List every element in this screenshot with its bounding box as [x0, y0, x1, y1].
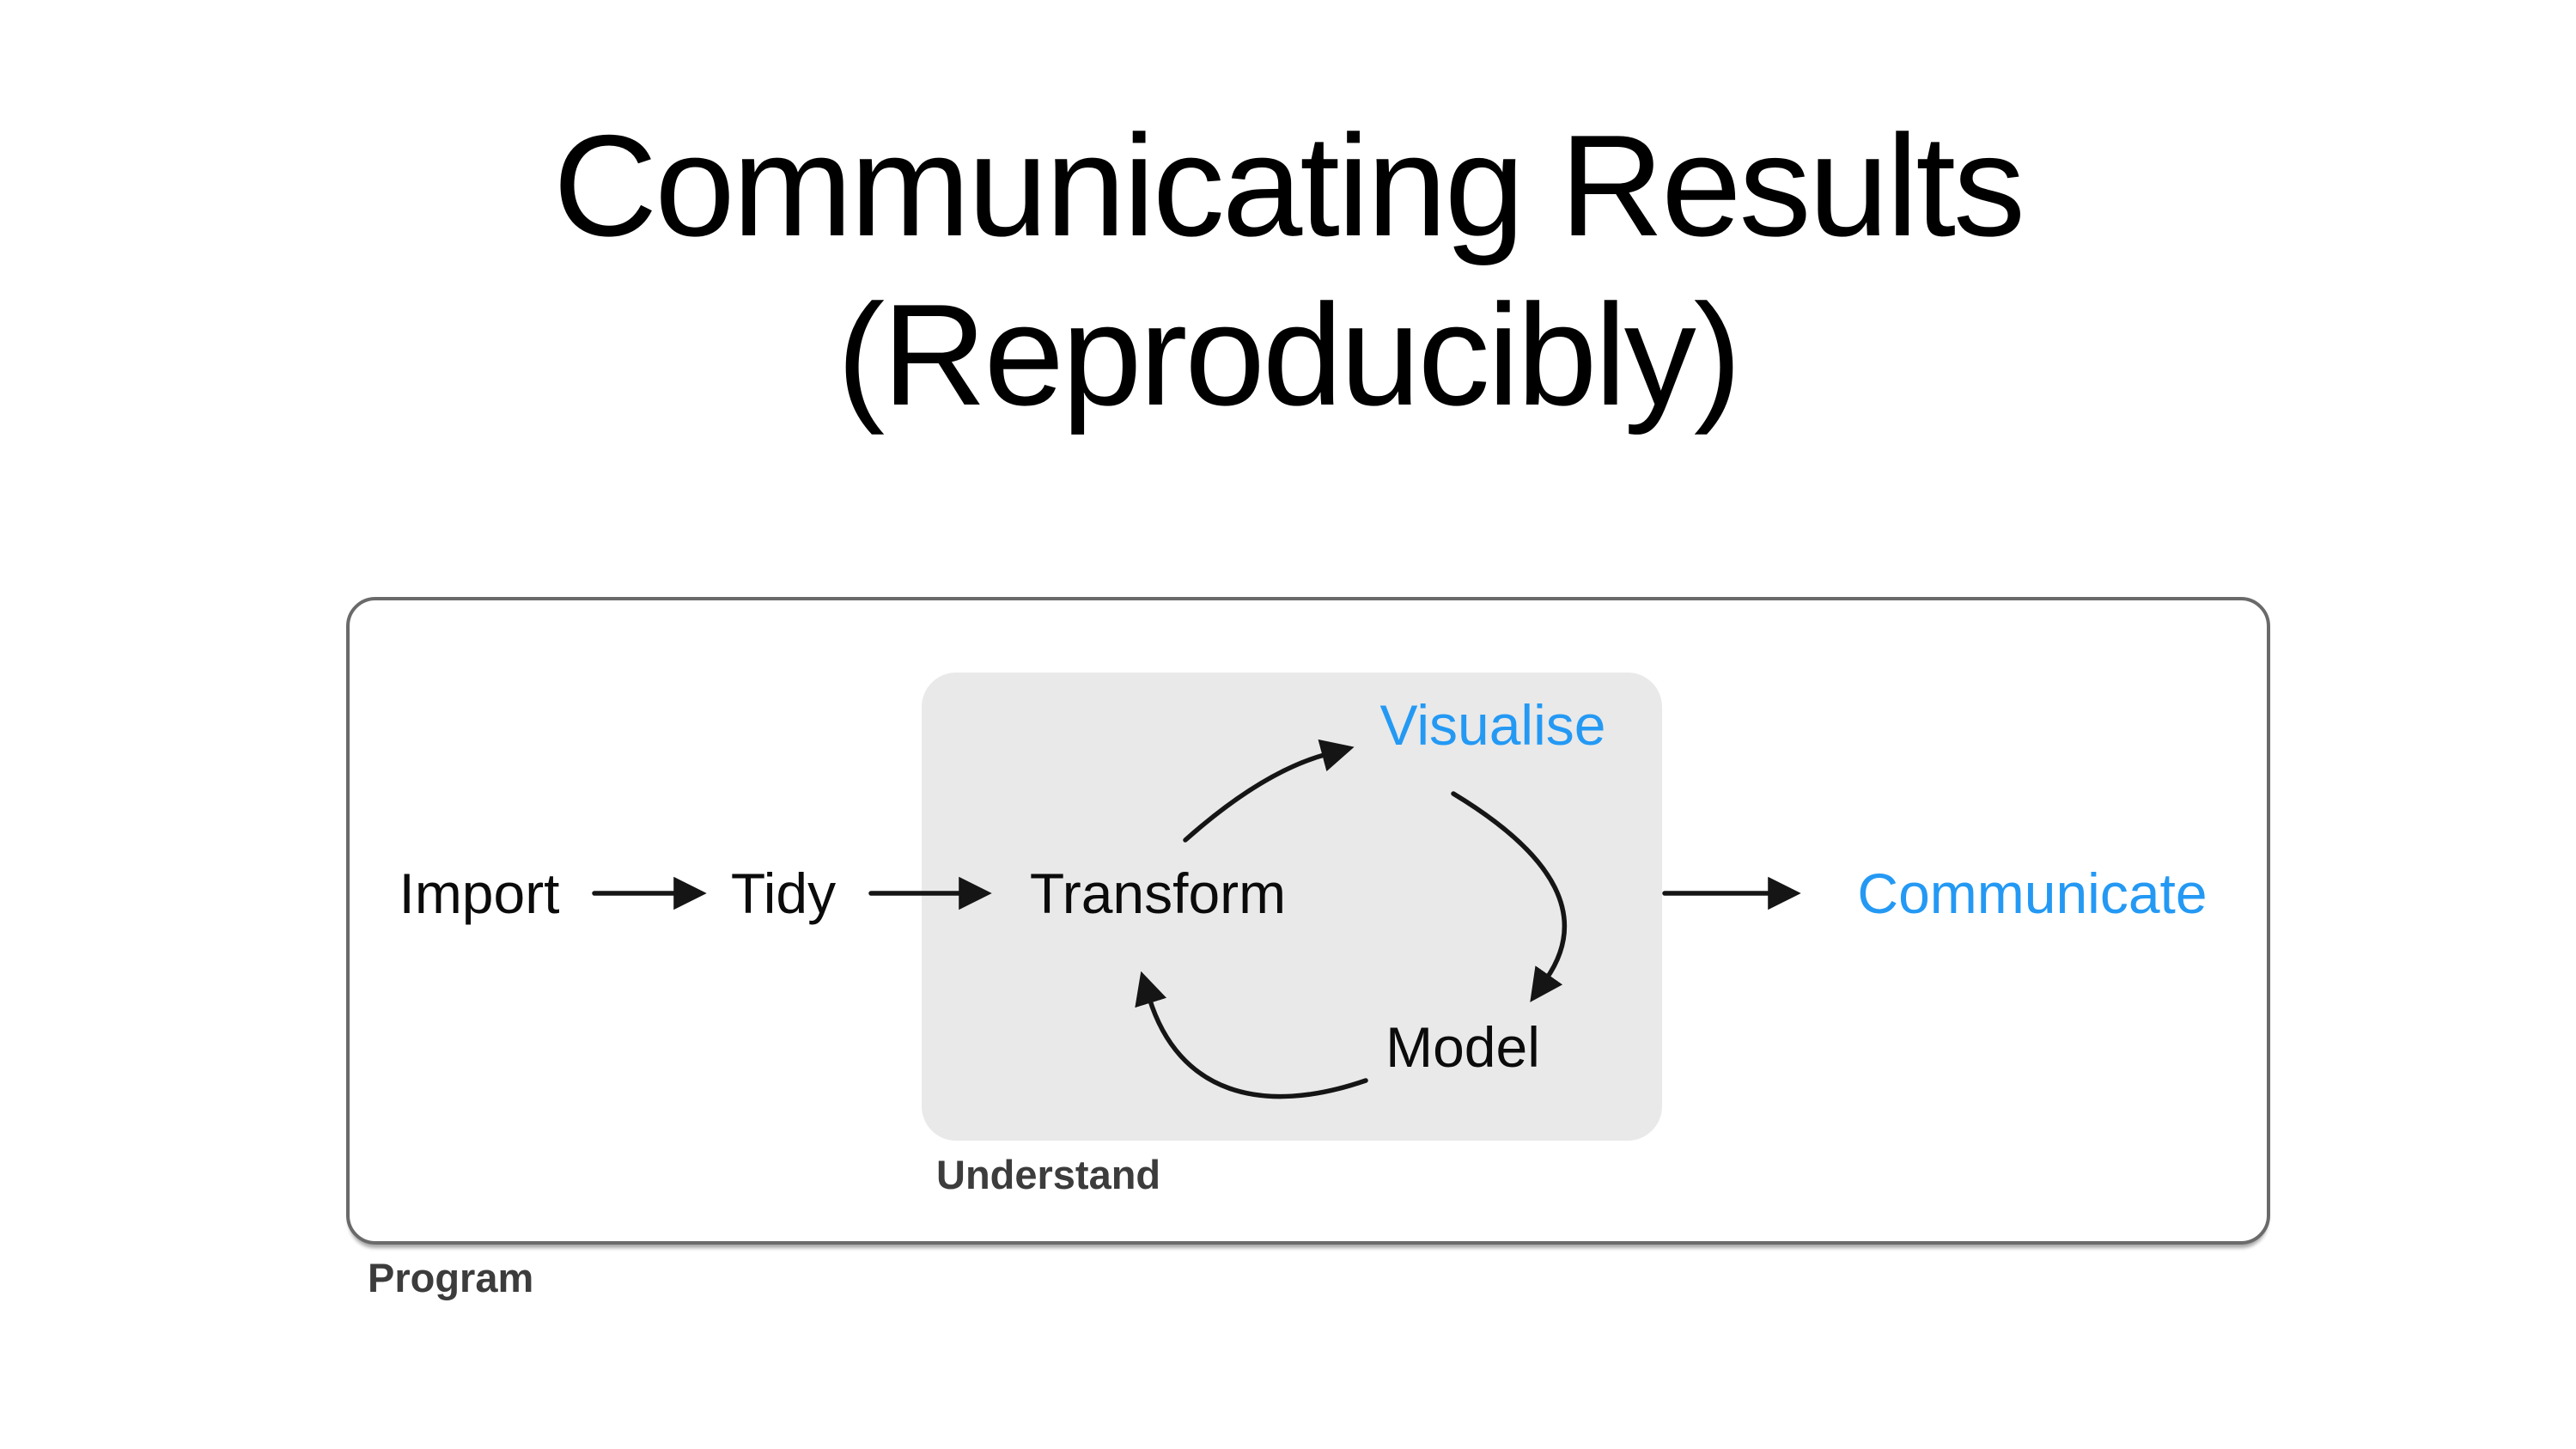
node-visualise: Visualise	[1379, 693, 1606, 757]
node-tidy: Tidy	[730, 861, 837, 925]
understand-zone-label: Understand	[936, 1152, 1161, 1197]
slide-title: Communicating Results (Reproducibly)	[0, 101, 2576, 439]
program-zone-label: Program	[368, 1255, 534, 1300]
node-transform: Transform	[1029, 861, 1287, 925]
node-import: Import	[399, 861, 560, 925]
slide-title-line1: Communicating Results	[552, 105, 2025, 266]
node-communicate: Communicate	[1857, 861, 2208, 925]
slide-title-line2: (Reproducibly)	[837, 273, 1741, 435]
node-model: Model	[1385, 1015, 1540, 1079]
